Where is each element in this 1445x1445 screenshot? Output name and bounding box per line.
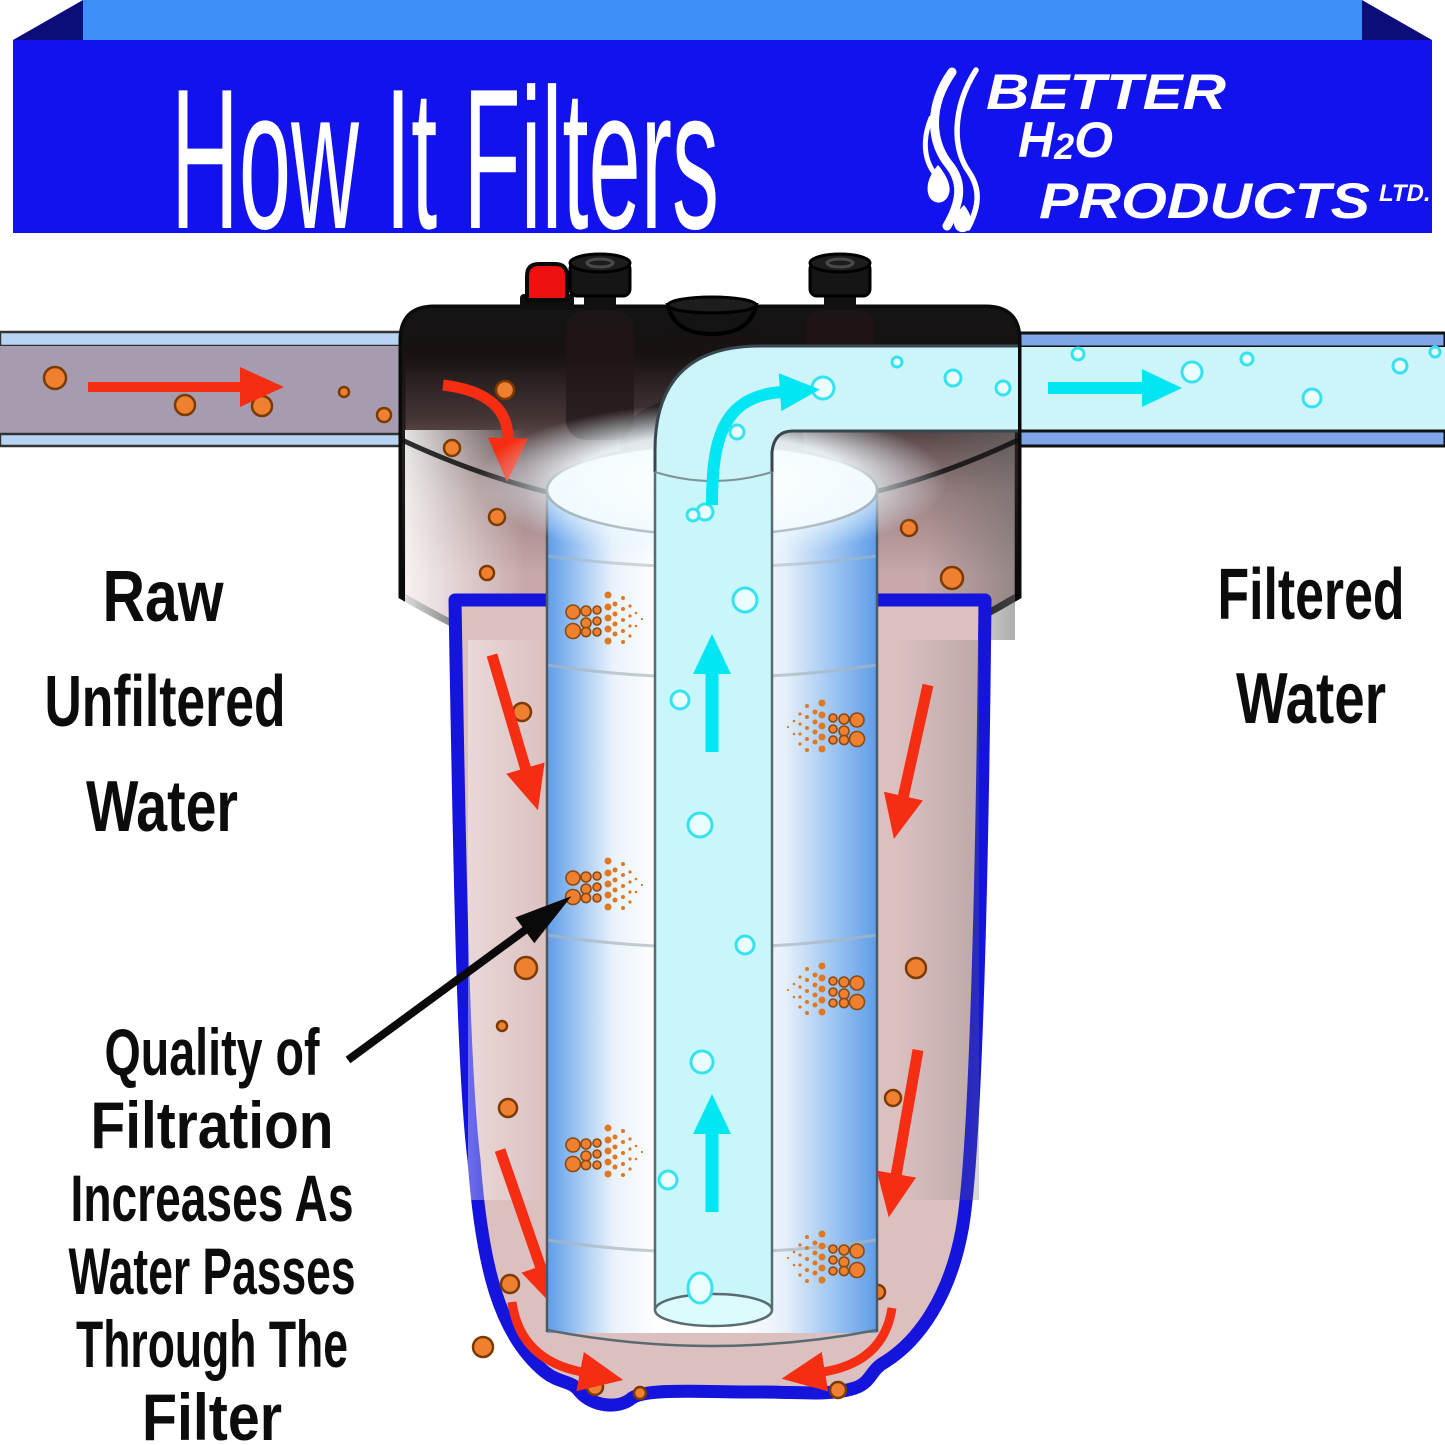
cap-fittings xyxy=(520,252,872,337)
water-bubbles xyxy=(657,502,759,1305)
label-line: Quality of xyxy=(105,1015,321,1089)
water-swirl-icon xyxy=(922,67,980,233)
label-line: Increases As xyxy=(71,1161,354,1235)
outlet-fitting xyxy=(808,252,872,310)
label-line: Raw xyxy=(103,557,225,637)
brand-logo: BETTER H2O PRODUCTS LTD. xyxy=(986,64,1431,229)
outlet-elbow xyxy=(653,344,1442,523)
logo-line1: BETTER xyxy=(986,64,1226,120)
label-line: Filtration xyxy=(91,1088,334,1162)
banner-left-edge xyxy=(13,0,83,40)
label-line: Filtered xyxy=(1218,555,1405,635)
label-line: Water Passes xyxy=(69,1234,356,1308)
banner-top-face xyxy=(83,0,1362,40)
sediment-particles xyxy=(42,365,393,424)
core-tube xyxy=(653,452,774,1328)
black-pointer-arrow-icon xyxy=(345,896,572,1064)
header-banner: How It Filters BETTER H2O PRODUCTS LTD. xyxy=(13,0,1432,271)
cap-dome xyxy=(665,295,759,337)
label-filtered-water: Filtered Water xyxy=(1218,555,1405,739)
banner-front-face xyxy=(13,40,1432,233)
cyan-flow-arrow-icon xyxy=(706,369,1182,506)
raw-water-pipe xyxy=(0,330,414,448)
inlet-fitting xyxy=(568,252,632,310)
banner-right-edge xyxy=(1362,0,1432,40)
logo-h2o: H2O xyxy=(1018,112,1113,168)
label-line: Water xyxy=(1236,659,1386,739)
red-pressure-release-button xyxy=(520,262,574,310)
page-title: How It Filters xyxy=(171,48,719,271)
label-quality-of-filtration: Quality of Filtration Increases As Water… xyxy=(69,1015,356,1445)
label-raw-unfiltered-water: Raw Unfiltered Water xyxy=(45,557,286,847)
logo-line2: PRODUCTS xyxy=(1039,173,1370,229)
label-line: Unfiltered xyxy=(45,662,286,742)
label-line: Filter xyxy=(142,1380,282,1445)
inflow-down-arrow-icon xyxy=(442,379,529,482)
channel-flow-arrows xyxy=(486,653,934,1392)
logo-suffix: LTD. xyxy=(1379,180,1431,207)
inlet-stem xyxy=(566,310,634,440)
label-line: Water xyxy=(86,767,238,847)
label-line: Through The xyxy=(76,1307,348,1381)
